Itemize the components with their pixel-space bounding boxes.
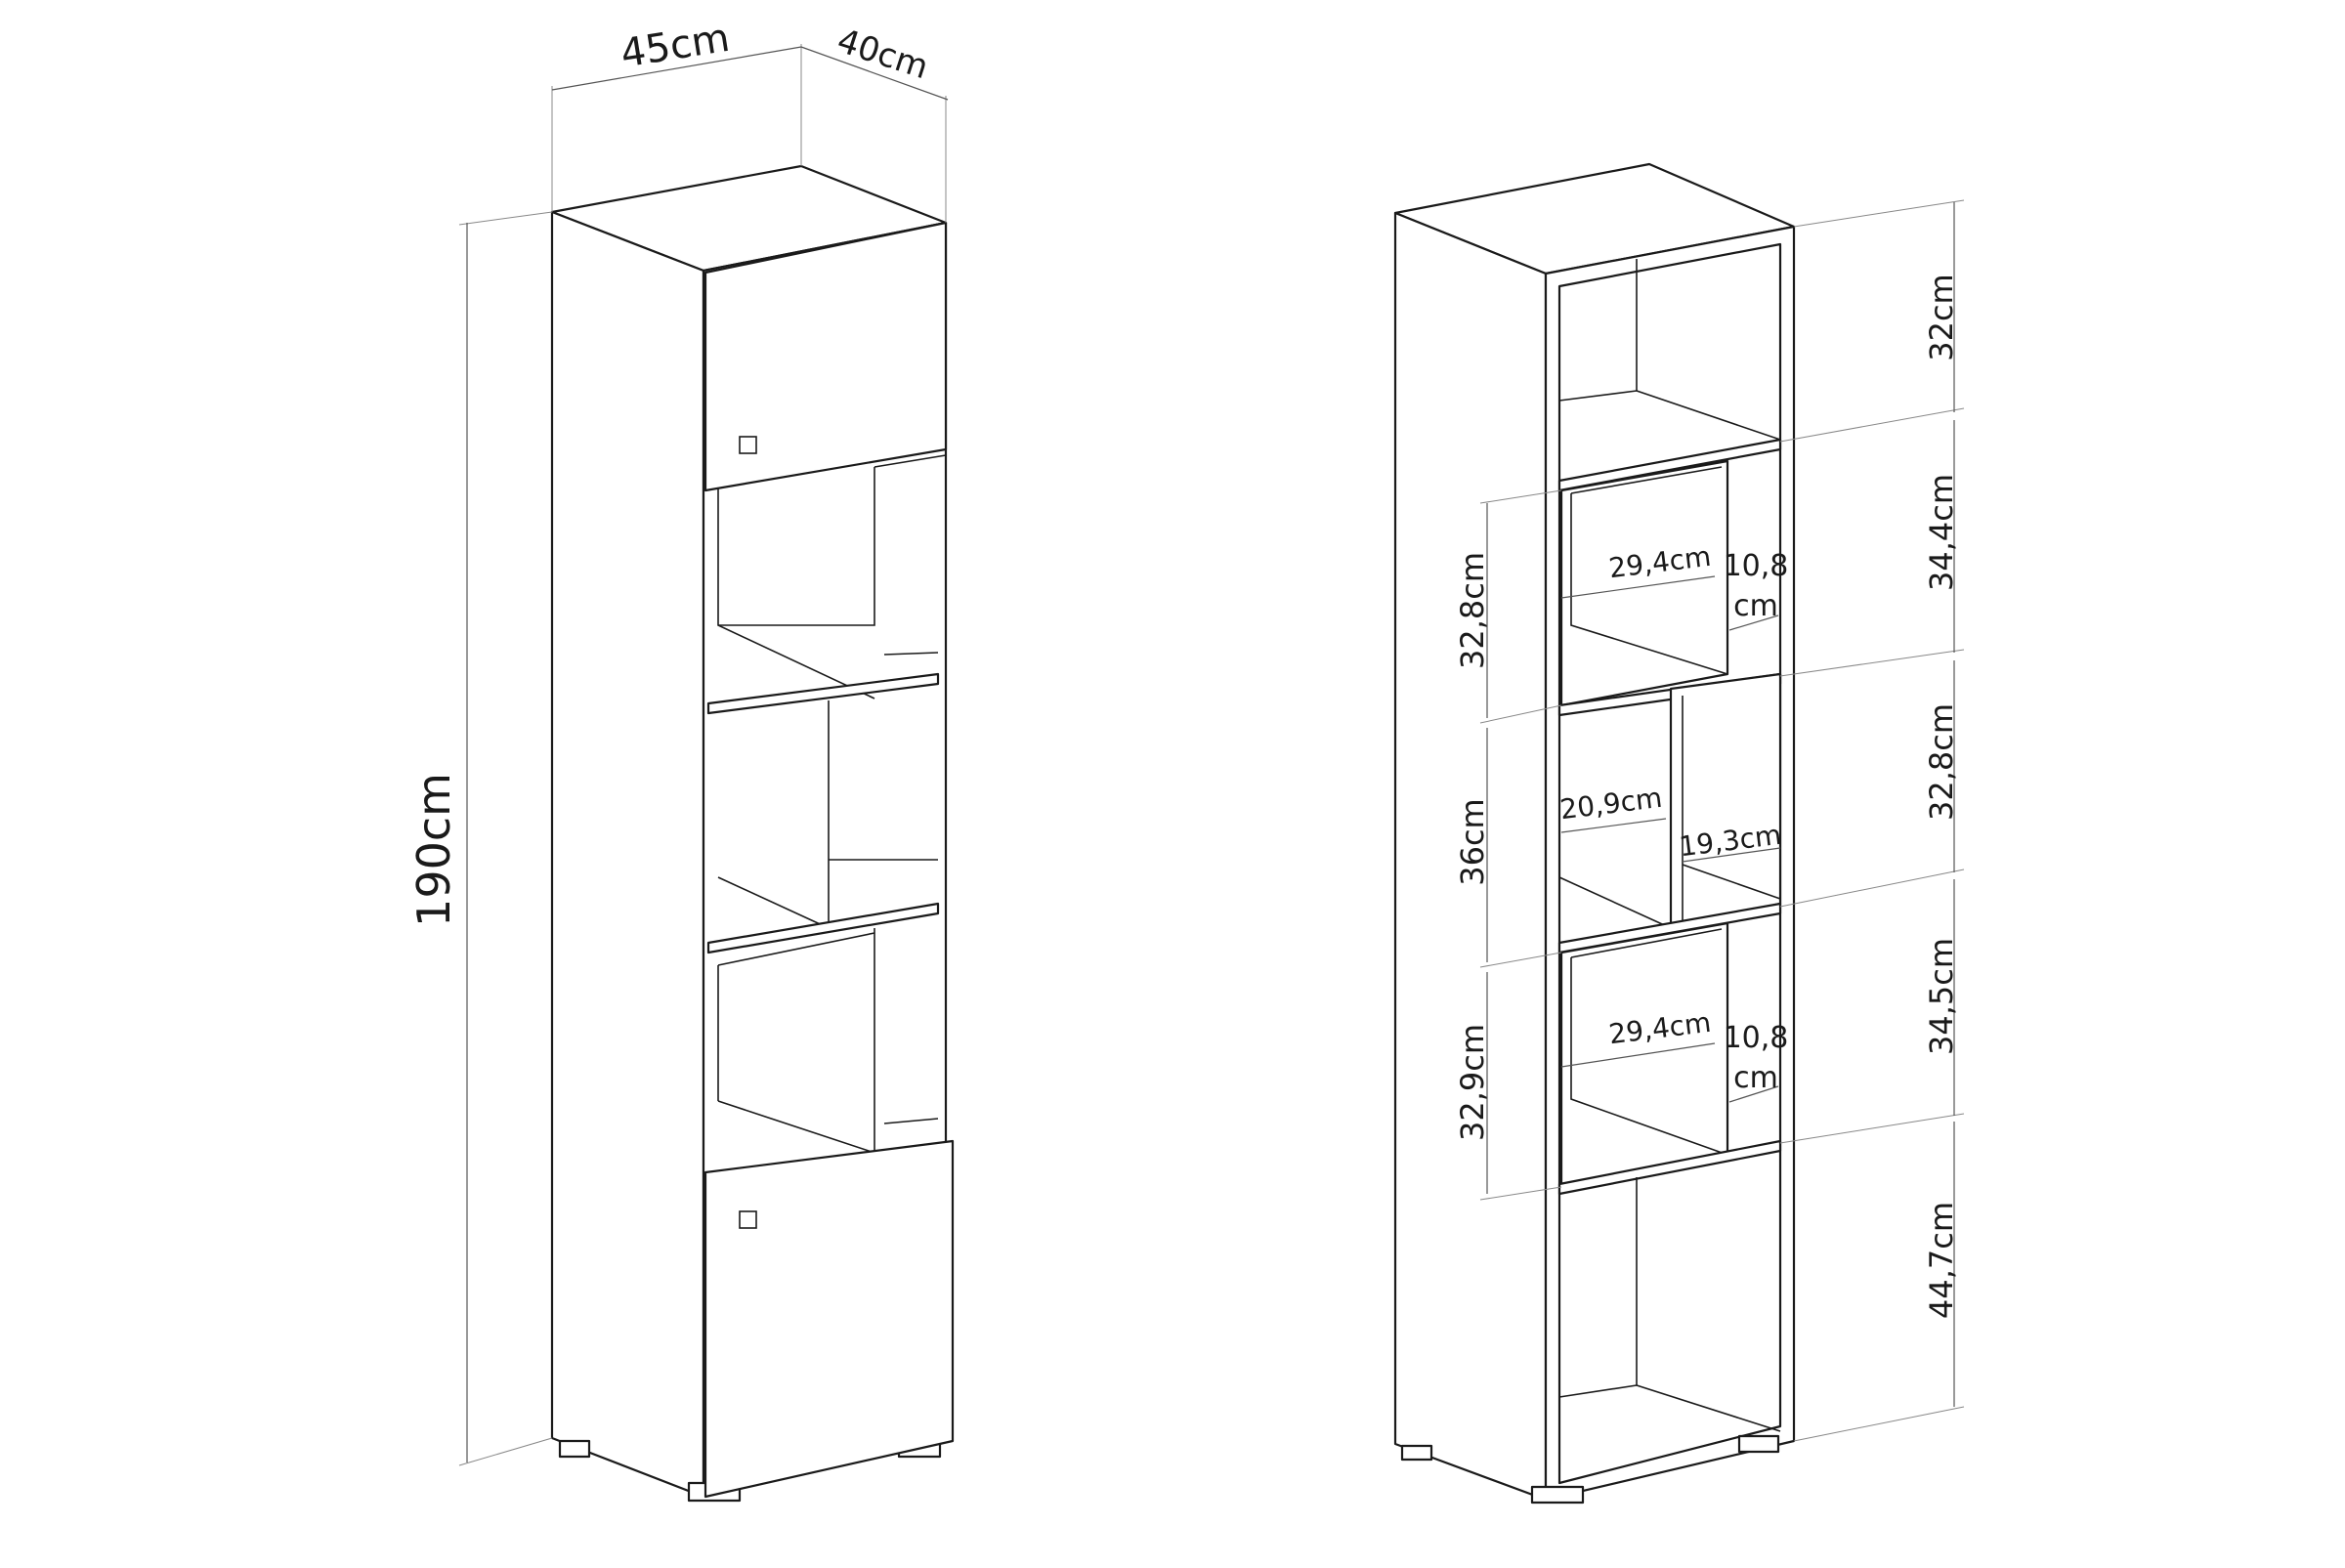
door-knob-icon bbox=[739, 1210, 757, 1229]
open-bookcase bbox=[1393, 162, 1796, 1504]
lower-door bbox=[704, 1139, 955, 1499]
compartment-height-2: 34,4cm bbox=[1923, 474, 1960, 591]
foot bbox=[1530, 1485, 1585, 1504]
upper-cube-height: 32,8cm bbox=[1454, 552, 1491, 669]
shelf bbox=[1557, 438, 1782, 492]
height-label: 190cm bbox=[407, 773, 460, 927]
upper-side-width-unit: cm bbox=[1733, 589, 1778, 623]
width-label: 45cm bbox=[618, 16, 733, 77]
compartment-height-4: 34,5cm bbox=[1923, 938, 1960, 1055]
shelf bbox=[1557, 902, 1782, 954]
shelf bbox=[706, 672, 940, 715]
lower-side-width-unit: cm bbox=[1733, 1061, 1778, 1095]
cube bbox=[1669, 672, 1782, 930]
lower-cube-height: 32,9cm bbox=[1454, 1024, 1491, 1141]
lower-side-width-value: 10,8 bbox=[1724, 1021, 1789, 1055]
door-knob-icon bbox=[739, 436, 757, 454]
compartment-height-5: 44,7cm bbox=[1923, 1202, 1960, 1319]
cube bbox=[1559, 459, 1729, 707]
shelf bbox=[1557, 1139, 1782, 1196]
upper-side-width-value: 10,8 bbox=[1724, 549, 1789, 583]
foot bbox=[558, 1439, 591, 1459]
inner-height-dimensions: 32,8cm 36cm 32,9cm bbox=[1454, 489, 1562, 1201]
cabinet-side bbox=[550, 210, 705, 1499]
shelf bbox=[706, 902, 940, 954]
upper-door bbox=[704, 221, 948, 492]
right-dimensions: 32cm 34,4cm 32,8cm 34,5cm 44,7cm bbox=[1779, 199, 1965, 1442]
compartment-height-1: 32cm bbox=[1923, 274, 1960, 360]
foot bbox=[1737, 1434, 1780, 1454]
compartment-height-3: 32,8cm bbox=[1923, 703, 1960, 821]
cabinet-with-doors bbox=[550, 164, 955, 1503]
open-shelves bbox=[706, 454, 947, 1154]
depth-label: 40cm bbox=[832, 21, 933, 87]
foot bbox=[1400, 1444, 1433, 1462]
middle-height: 36cm bbox=[1454, 798, 1491, 885]
cube bbox=[1559, 921, 1729, 1189]
